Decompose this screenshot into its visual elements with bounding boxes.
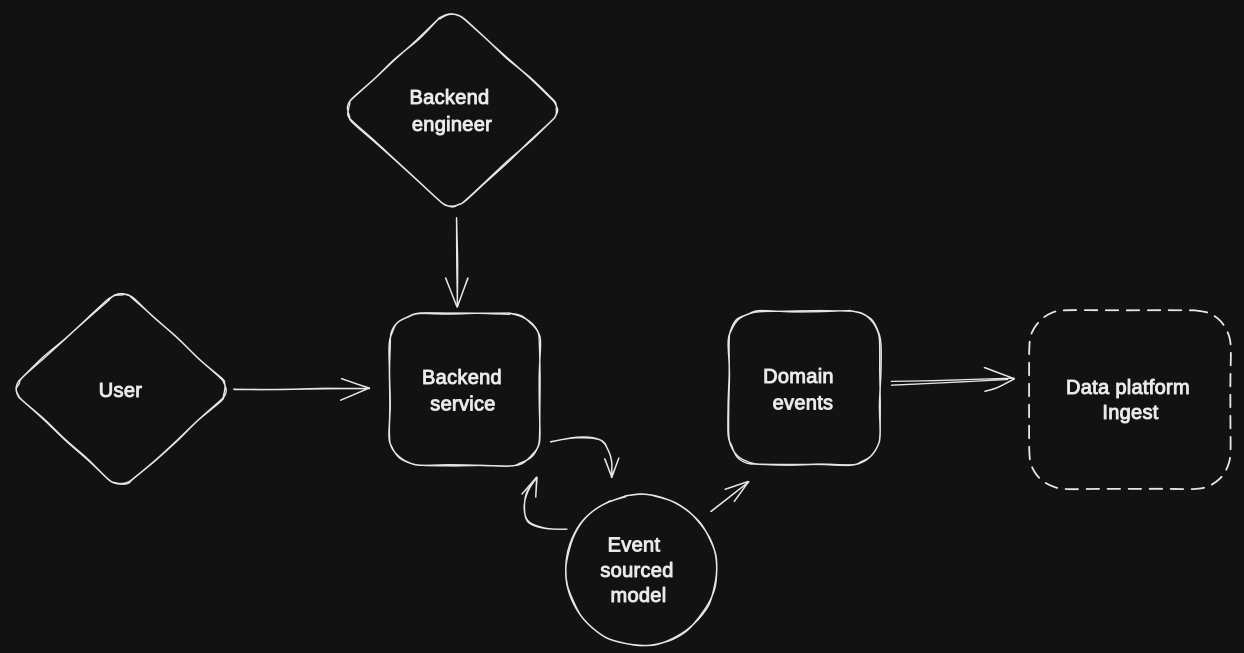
- svg-text:model: model: [611, 585, 667, 607]
- svg-text:Backend: Backend: [410, 87, 490, 109]
- svg-text:Data platform: Data platform: [1066, 377, 1190, 399]
- svg-text:Backend: Backend: [422, 367, 502, 389]
- svg-text:User: User: [99, 380, 142, 402]
- svg-text:Domain: Domain: [763, 366, 834, 388]
- svg-text:events: events: [773, 393, 834, 415]
- svg-text:Ingest: Ingest: [1102, 402, 1158, 424]
- svg-text:service: service: [430, 394, 495, 416]
- svg-text:sourced: sourced: [600, 560, 673, 582]
- svg-text:engineer: engineer: [412, 114, 492, 136]
- svg-text:Event: Event: [608, 535, 661, 557]
